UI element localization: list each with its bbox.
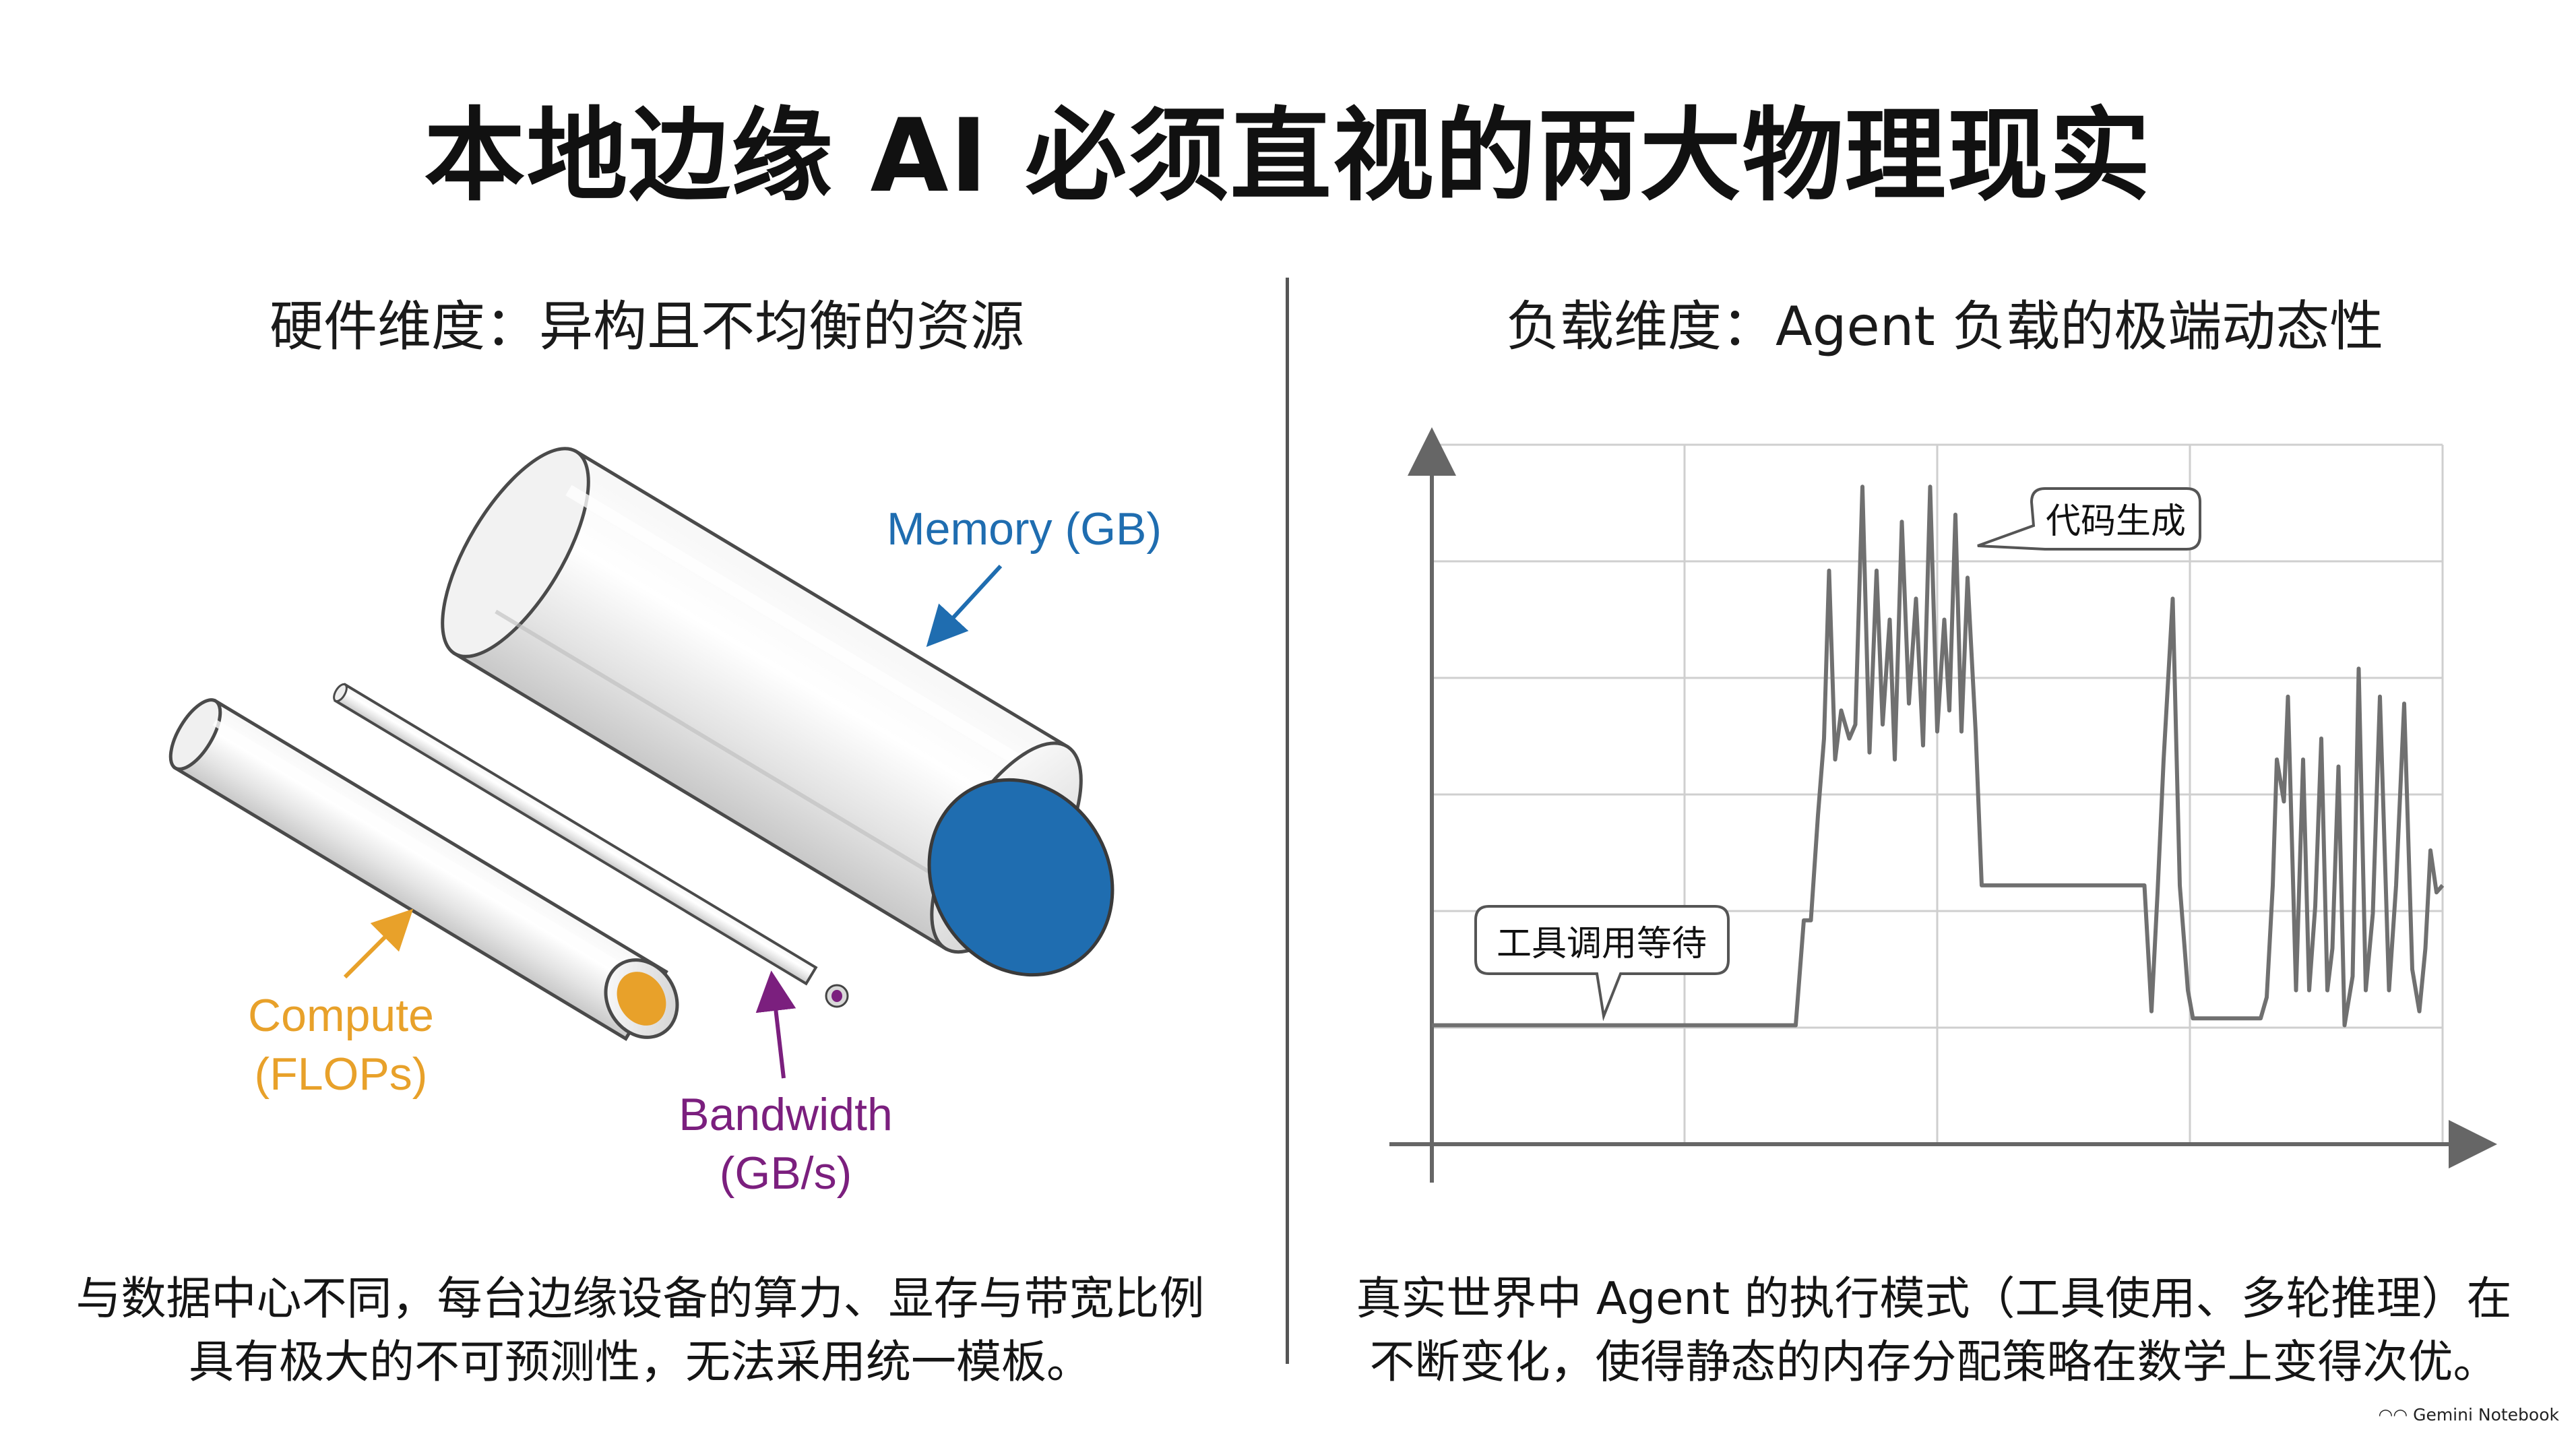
workload-dimension-heading: 负载维度：Agent 负载的极端动态性 [1506,295,2384,358]
hardware-dimension-heading: 硬件维度：异构且不均衡的资源 [270,295,1024,358]
panel-divider [1286,278,1289,1364]
bandwidth-rod [333,683,849,1008]
notebook-logo-icon: ◠◠ [2378,1405,2414,1425]
page-title: 本地边缘 AI 必须直视的两大物理现实 [424,98,2152,215]
memory-cross-section [927,778,1114,977]
workload-caption: 真实世界中 Agent 的执行模式（工具使用、多轮推理）在 不断变化，使得静态的… [1294,1267,2574,1394]
hardware-caption: 与数据中心不同，每台边缘设备的算力、显存与带宽比例 具有极大的不可预测性，无法采… [0,1267,1280,1394]
gemini-notebook-watermark: ◠◠ Gemini Notebook [2379,1405,2560,1425]
callout-tool-call-wait: 工具调用等待 [1474,905,1730,1022]
watermark-text: Gemini Notebook [2413,1405,2559,1425]
hardware-caption-line2: 具有极大的不可预测性，无法采用统一模板。 [189,1336,1092,1388]
bandwidth-pointer-arrow [755,970,796,1079]
callout-code-generation-text: 代码生成 [2046,501,2186,542]
bandwidth-label-line2: (GB/s) [720,1148,852,1199]
workload-caption-line2: 不断变化，使得静态的内存分配策略在数学上变得次优。 [1369,1336,2499,1388]
callout-tool-call-wait-text: 工具调用等待 [1497,924,1707,964]
bandwidth-label-line1: Bandwidth [679,1089,893,1140]
workload-caption-line1: 真实世界中 Agent 的执行模式（工具使用、多轮推理）在 [1356,1272,2512,1325]
hardware-caption-line1: 与数据中心不同，每台边缘设备的算力、显存与带宽比例 [75,1272,1205,1325]
compute-pointer-arrow [343,908,414,979]
memory-label: Memory (GB) [887,503,1162,555]
compute-label-line1: Compute [248,990,434,1041]
compute-label-line2: (FLOPs) [255,1049,428,1100]
memory-pointer-arrow [926,564,1003,648]
memory-cylinder [441,447,1114,977]
workload-series-line [1432,484,2445,1028]
compute-tube [168,698,679,1041]
callout-code-generation: 代码生成 [1977,487,2201,551]
